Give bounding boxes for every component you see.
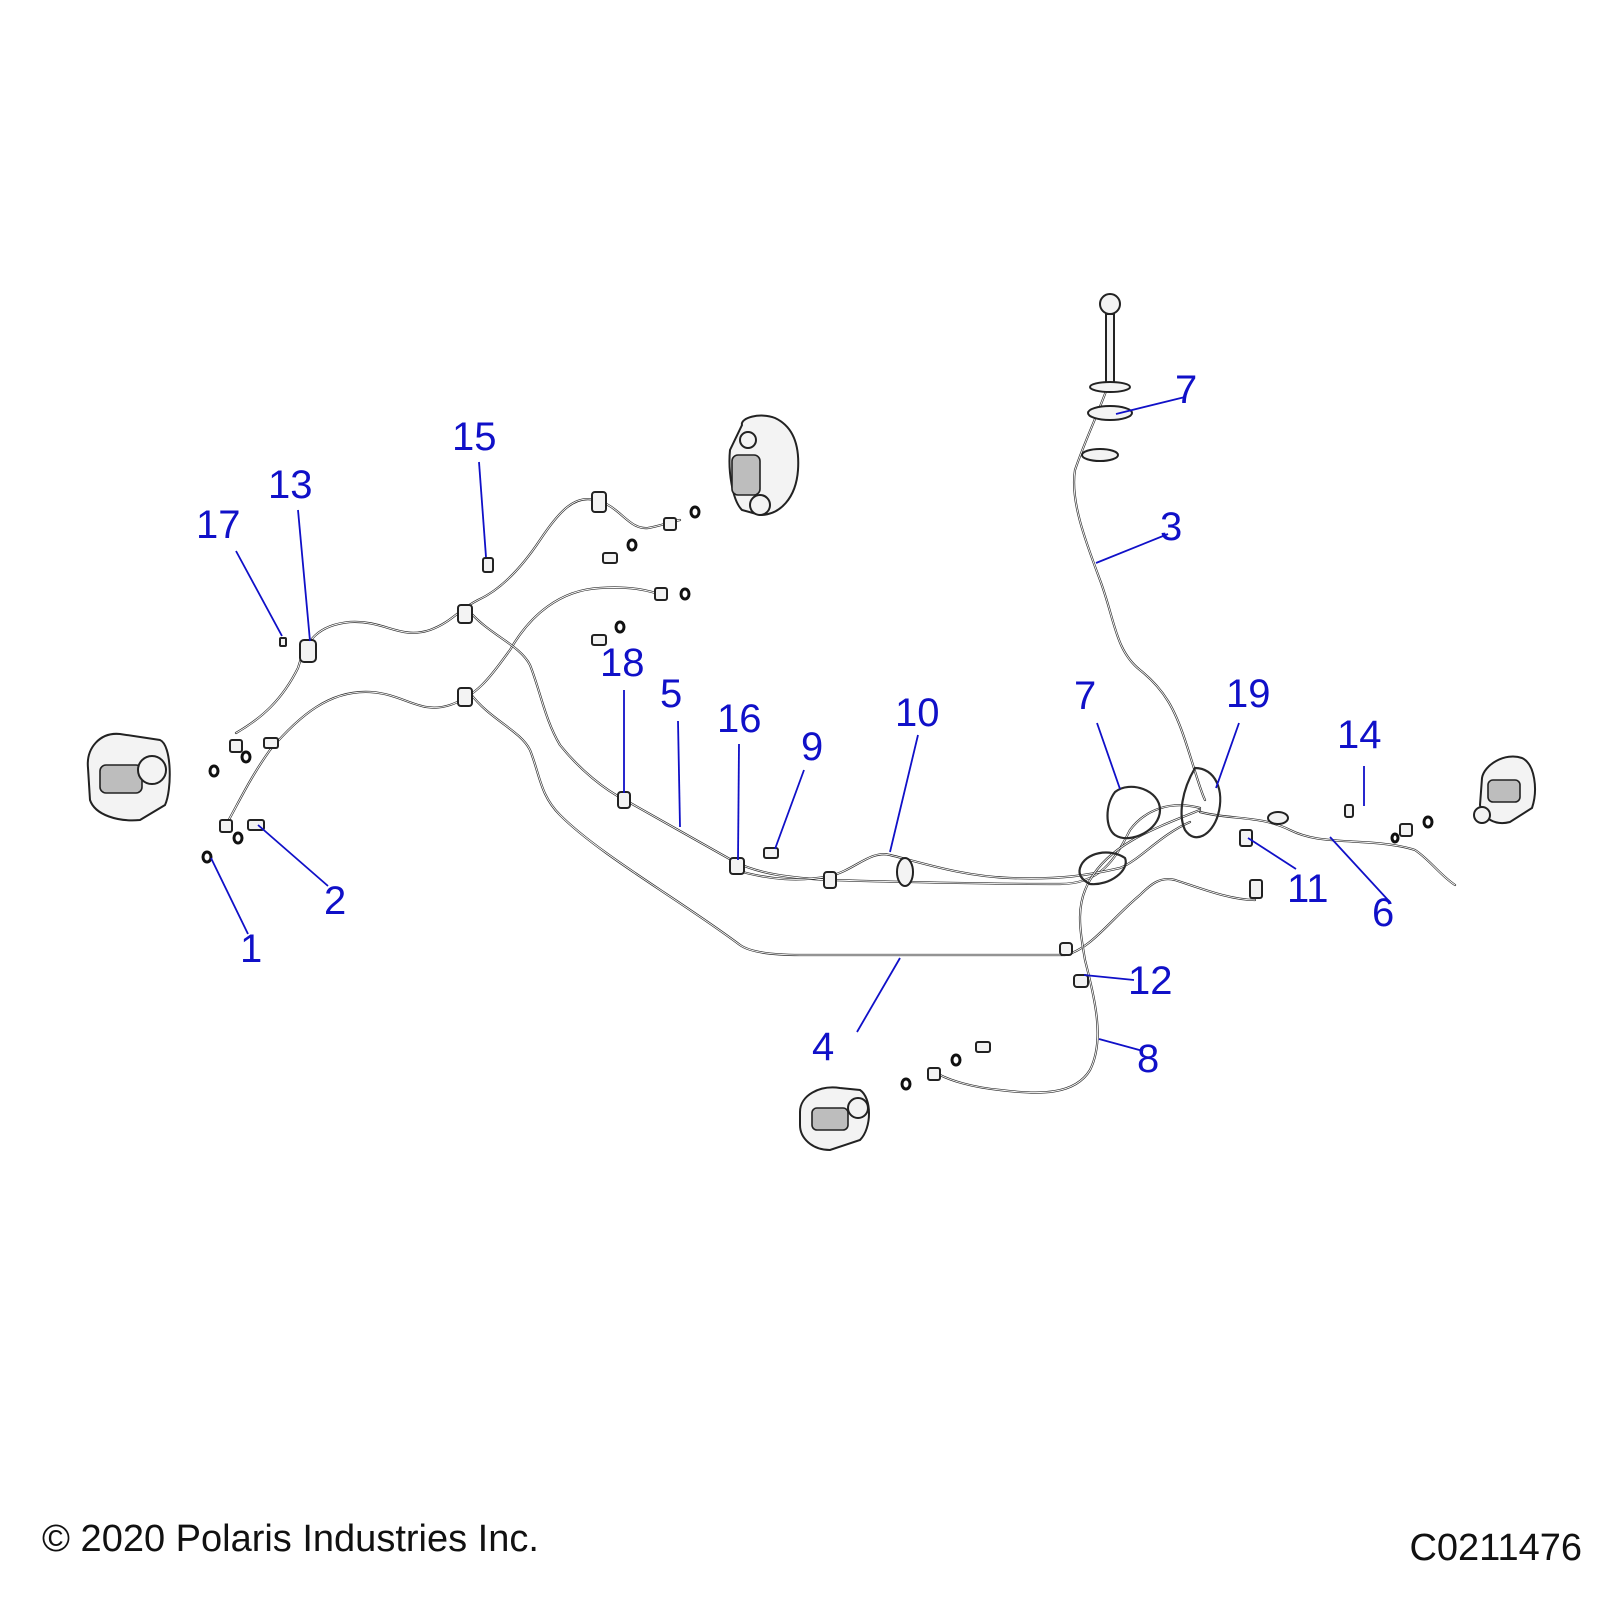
- bracket-7-upper-b: [1087, 405, 1133, 421]
- clip-c: [591, 491, 607, 513]
- washer: [232, 831, 244, 845]
- callout-2: 2: [324, 879, 346, 923]
- clip-18: [617, 791, 631, 809]
- bracket-7-upper-a: [1089, 381, 1131, 393]
- washer: [614, 620, 626, 634]
- brake-line-4: [468, 691, 1257, 957]
- rod-knob: [1099, 293, 1121, 315]
- callout-5: 5: [660, 672, 682, 716]
- washer: [950, 1053, 962, 1067]
- bolt-15: [482, 557, 494, 573]
- caliper-rear-left: [799, 1086, 870, 1152]
- switch-9: [763, 847, 779, 859]
- leader-lines: [210, 396, 1389, 1052]
- banjo-bolt-b: [602, 552, 618, 564]
- fitting-left-a: [229, 739, 243, 753]
- fitting-rear-lower: [927, 1067, 941, 1081]
- bracket-7-lower: [1106, 785, 1162, 840]
- callout-8: 8: [1137, 1037, 1159, 1081]
- washer: [689, 505, 701, 519]
- callout-6: 6: [1372, 891, 1394, 935]
- fitting-6: [1399, 823, 1413, 837]
- master-cylinder-rod: [1081, 293, 1133, 462]
- caliper-front-right: [728, 414, 800, 517]
- banjo-bolt-d: [975, 1041, 991, 1053]
- callout-3: 3: [1160, 505, 1182, 549]
- bracket-7-upper-c: [1081, 448, 1119, 462]
- fittings: [219, 517, 1413, 1081]
- washers: [201, 505, 1434, 1091]
- callouts: 1 2 3 4 5 6 7 7 8 9 10 11 12 13 14 15 16…: [196, 368, 1394, 1081]
- bracket-7-lower-2: [1078, 851, 1127, 886]
- clip-a: [457, 604, 473, 624]
- clip-f: [1267, 811, 1289, 825]
- washer: [240, 750, 252, 764]
- washer: [1422, 815, 1434, 829]
- line-clips: [299, 491, 1289, 988]
- callout-4: 4: [812, 1025, 834, 1069]
- clip-10: [896, 857, 914, 887]
- callout-7-upper: 7: [1175, 368, 1197, 412]
- washer-1: [201, 850, 213, 864]
- callout-19: 19: [1226, 672, 1271, 716]
- fitting-rear: [1249, 879, 1263, 899]
- washer: [900, 1077, 912, 1091]
- fitting-upper-b: [654, 587, 668, 601]
- washer: [208, 764, 220, 778]
- callout-1: 1: [240, 927, 262, 971]
- banjo-bolt-c: [591, 634, 607, 646]
- callout-7-lower: 7: [1074, 674, 1096, 718]
- figure-id: C0211476: [1409, 1527, 1582, 1569]
- callout-14: 14: [1337, 713, 1382, 757]
- screw-17: [279, 637, 287, 647]
- callout-17: 17: [196, 503, 241, 547]
- callout-10: 10: [895, 691, 940, 735]
- clip-13: [299, 639, 317, 663]
- copyright-text: © 2020 Polaris Industries Inc.: [42, 1518, 539, 1560]
- brake-line-5: [468, 610, 1202, 886]
- brake-lines: [224, 298, 1457, 1094]
- callout-11: 11: [1287, 867, 1329, 911]
- clip-16: [729, 857, 745, 875]
- callout-13: 13: [268, 463, 313, 507]
- clip-b: [457, 687, 473, 707]
- fitting-upper-a: [663, 517, 677, 531]
- callout-9: 9: [801, 725, 823, 769]
- washer: [1390, 832, 1400, 844]
- washer: [679, 587, 691, 601]
- rod-shaft: [1105, 313, 1115, 385]
- fitting-11: [1239, 829, 1253, 847]
- callout-16: 16: [717, 697, 762, 741]
- banjo-bolt-a: [263, 737, 279, 749]
- bracket-19: [1180, 766, 1222, 839]
- bolt-14: [1344, 804, 1354, 818]
- fitting-left-b: [219, 819, 233, 833]
- caliper-rear-right: [1473, 755, 1536, 824]
- clip-e: [1059, 942, 1073, 956]
- callout-12: 12: [1128, 959, 1173, 1003]
- washer: [626, 538, 638, 552]
- callout-15: 15: [452, 415, 497, 459]
- clip-d: [823, 871, 837, 889]
- caliper-front-left: [86, 732, 171, 822]
- clip-12: [1073, 974, 1089, 988]
- callout-18: 18: [600, 641, 645, 685]
